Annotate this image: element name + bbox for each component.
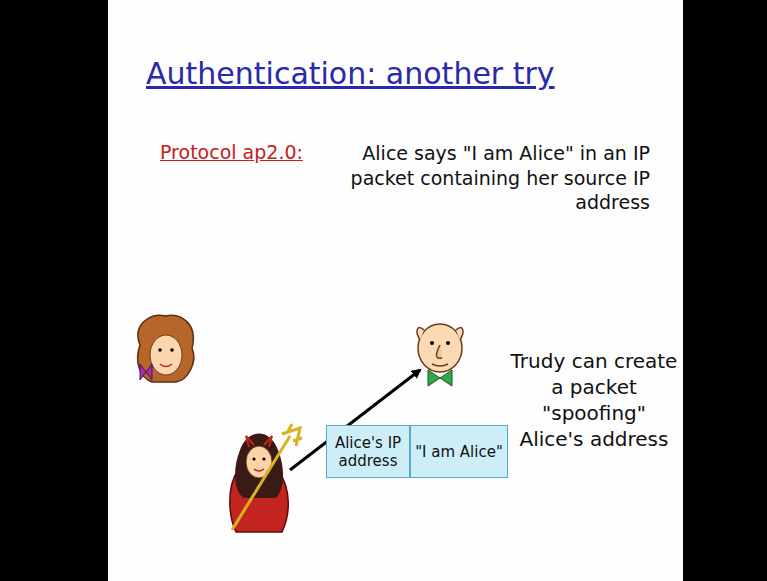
packet-header-cell: Alice's IP address (326, 425, 410, 478)
attack-note: Trudy can create a packet "spoofing" Ali… (508, 348, 680, 452)
cell-text: Alice's IP address (330, 434, 406, 470)
packet-payload-cell: "I am Alice" (410, 425, 508, 478)
slide-title: Authentication: another try (146, 56, 555, 91)
cell-text: "I am Alice" (415, 443, 503, 461)
protocol-name: Protocol ap2.0: (160, 141, 303, 163)
alice-figure (138, 315, 194, 382)
bob-figure (417, 324, 463, 386)
protocol-description: Alice says "I am Alice" in an IP packet … (300, 141, 650, 215)
trudy-figure (230, 424, 302, 532)
